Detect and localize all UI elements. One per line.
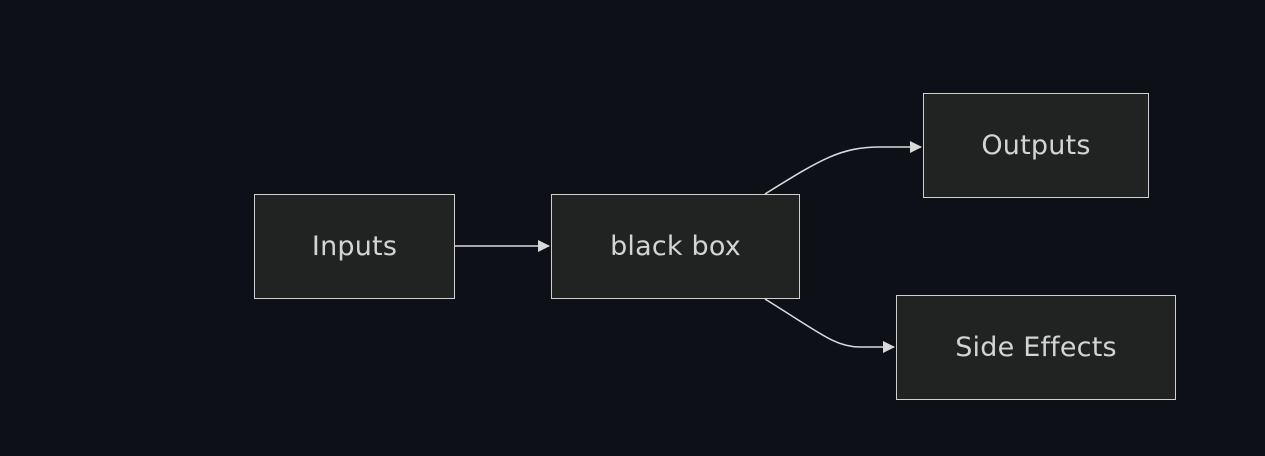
node-label-side-effects: Side Effects <box>955 332 1117 363</box>
node-black-box[interactable]: black box <box>551 194 800 299</box>
edge-black-box-to-side-effects <box>764 298 895 353</box>
node-label-outputs: Outputs <box>981 130 1091 161</box>
node-inputs[interactable]: Inputs <box>254 194 455 299</box>
node-outputs[interactable]: Outputs <box>923 93 1149 198</box>
node-label-black-box: black box <box>610 231 741 262</box>
node-side-effects[interactable]: Side Effects <box>896 295 1176 400</box>
edge-black-box-to-outputs <box>764 141 922 195</box>
node-label-inputs: Inputs <box>311 231 398 262</box>
